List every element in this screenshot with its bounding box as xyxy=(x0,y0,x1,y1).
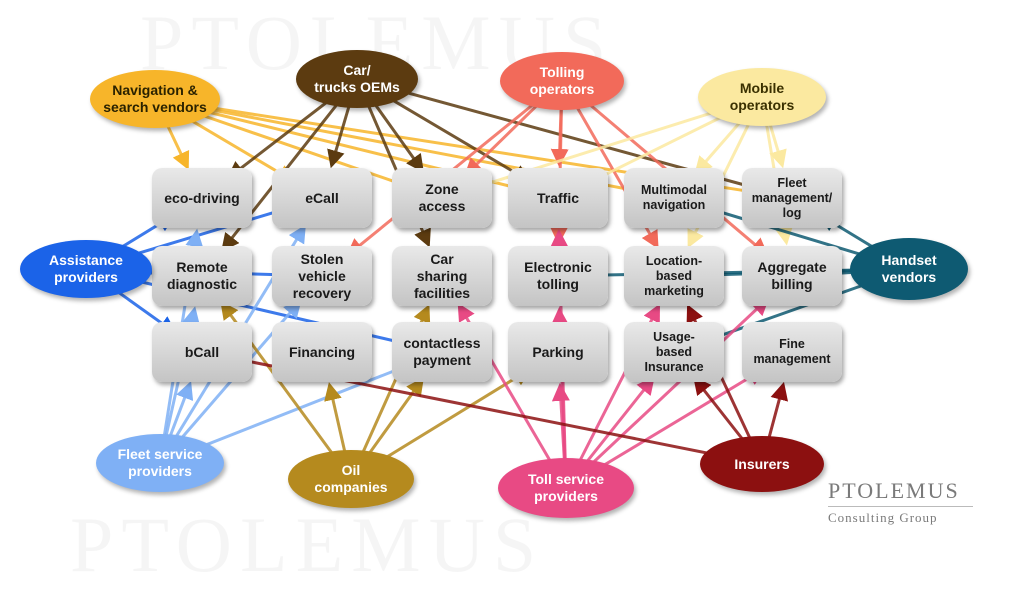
arrow-toll_sp-4 xyxy=(564,297,770,490)
service-aggregate-billing: Aggregate billing xyxy=(742,246,842,306)
actor-navigation-search-vendors: Navigation & search vendors xyxy=(90,70,220,128)
service-parking: Parking xyxy=(508,322,608,382)
service-location-based-marketing: Location- based marketing xyxy=(624,246,724,306)
service-usage-based-insurance: Usage- based Insurance xyxy=(624,322,724,382)
actor-assistance-providers: Assistance providers xyxy=(20,240,152,298)
service-traffic: Traffic xyxy=(508,168,608,228)
service-eco-driving: eco-driving xyxy=(152,168,252,228)
ptolemus-logo: PTOLEMUS Consulting Group xyxy=(828,478,973,526)
service-fine-management: Fine management xyxy=(742,322,842,382)
actor-insurers: Insurers xyxy=(700,436,824,492)
logo-name: PTOLEMUS xyxy=(828,478,973,507)
arrow-tolling-3 xyxy=(561,79,769,256)
service-multimodal-navigation: Multimodal navigation xyxy=(624,168,724,228)
service-remote-diagnostic: Remote diagnostic xyxy=(152,246,252,306)
actor-car-trucks-oems: Car/ trucks OEMs xyxy=(296,50,418,108)
service-contactless-payment: contactless payment xyxy=(392,322,492,382)
actor-toll-service-providers: Toll service providers xyxy=(498,458,634,518)
actor-handset-vendors: Handset vendors xyxy=(850,238,968,300)
arrow-tolling-4 xyxy=(346,79,563,257)
actor-mobile-operators: Mobile operators xyxy=(698,68,826,126)
service-car-sharing-facilities: Car sharing facilities xyxy=(392,246,492,306)
service-fleet-management: Fleet management/ log xyxy=(742,168,842,228)
value-chain-diagram: PTOLEMUS PTOLEMUS eco-driving eCall Zone… xyxy=(20,0,973,588)
service-bcall: bCall xyxy=(152,322,252,382)
actor-oil-companies: Oil companies xyxy=(288,450,414,508)
service-financing: Financing xyxy=(272,322,372,382)
service-electronic-tolling: Electronic tolling xyxy=(508,246,608,306)
logo-subtitle: Consulting Group xyxy=(828,510,938,525)
service-ecall: eCall xyxy=(272,168,372,228)
actor-fleet-service-providers: Fleet service providers xyxy=(96,434,224,492)
service-zone-access: Zone access xyxy=(392,168,492,228)
service-stolen-vehicle-recovery: Stolen vehicle recovery xyxy=(272,246,372,306)
actor-tolling-operators: Tolling operators xyxy=(500,52,624,110)
